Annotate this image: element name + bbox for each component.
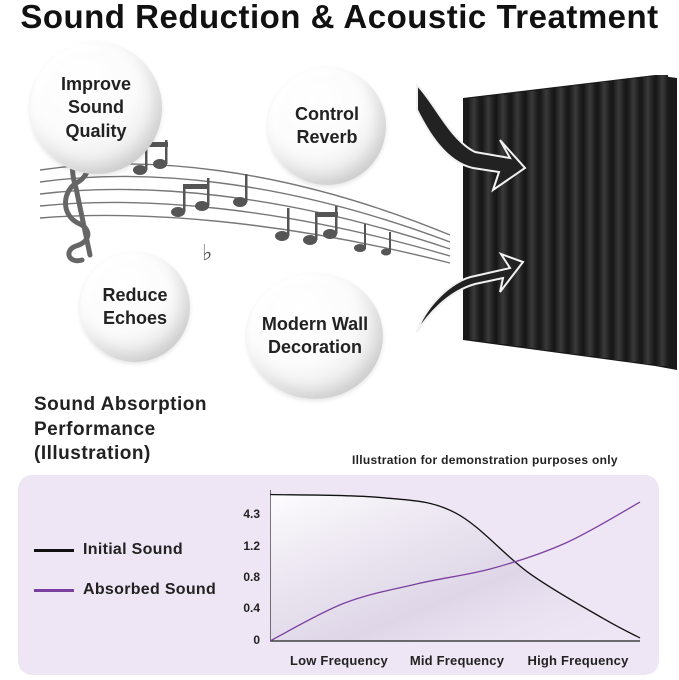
y-tick-label: 4.3: [243, 507, 260, 521]
acoustic-foam-panel-illustration: [416, 75, 677, 370]
foam-wedge: [626, 78, 639, 363]
foam-wedge: [539, 89, 552, 351]
absorption-chart: [270, 490, 641, 642]
legend-label: Absorbed Sound: [83, 581, 217, 598]
bubble-text: Reverb: [296, 127, 358, 147]
bubble-text: Echoes: [102, 308, 168, 328]
legend-swatch-initial: [34, 548, 74, 552]
disclaimer-note: Illustration for demonstration purposes …: [352, 453, 618, 467]
x-tick-label: High Frequency: [527, 653, 629, 668]
y-tick-label: 0.4: [243, 601, 260, 615]
foam-wedge: [655, 75, 668, 366]
foam-wedge: [554, 87, 567, 352]
foam-wedge: [525, 90, 538, 348]
y-tick-label: 0.8: [243, 570, 260, 584]
bubble-text: Control: [295, 103, 359, 124]
absorbed-sound-line: [270, 501, 641, 642]
initial-sound-area: [270, 494, 640, 641]
foam-wedge: [496, 94, 509, 344]
y-tick-label: 0: [253, 633, 260, 647]
foam-wedge: [641, 76, 654, 365]
bubble-text: Improve: [60, 73, 132, 94]
foam-wedge: [612, 80, 625, 361]
foam-wedge: [597, 82, 610, 359]
performance-title-line: (Illustration): [34, 443, 151, 465]
bubble-text: Modern Wall: [261, 313, 369, 334]
page-title: Sound Reduction & Acoustic Treatment: [20, 0, 659, 35]
music-notes-icon: ♭: [133, 140, 391, 266]
foam-wedge: [510, 92, 523, 346]
foam-wedge: [481, 96, 494, 342]
bubble-modern-wall-decoration: Modern Wall Decoration: [247, 273, 383, 399]
bubble-improve-sound-quality: Improve Sound Quality: [30, 42, 162, 174]
legend-initial-sound: Initial Sound: [34, 541, 183, 559]
music-staff-illustration: ♭: [39, 140, 451, 266]
legend-absorbed-sound: Absorbed Sound: [34, 581, 216, 599]
legend-swatch-absorbed: [34, 588, 74, 592]
initial-sound-line: [270, 493, 641, 639]
foam-wedge: [583, 83, 596, 356]
y-tick-label: 1.2: [243, 539, 260, 553]
bubble-reduce-echoes: Reduce Echoes: [80, 252, 190, 362]
sound-wave-arrow-icon: [416, 82, 527, 333]
legend-label: Initial Sound: [83, 541, 183, 558]
foam-wedge: [568, 85, 581, 354]
performance-title-line: Performance: [34, 418, 156, 440]
bubble-text: Quality: [65, 120, 127, 141]
bubble-text: Reduce: [102, 284, 168, 305]
bubble-text: Decoration: [267, 337, 363, 357]
foam-wedge: [467, 98, 480, 340]
performance-title: Sound Absorption Performance (Illustrati…: [34, 393, 274, 467]
x-tick-label: Mid Frequency: [409, 653, 505, 668]
x-tick-label: Low Frequency: [290, 653, 388, 668]
bubble-text: Sound: [68, 97, 124, 118]
bubble-control-reverb: Control Reverb: [268, 67, 386, 185]
performance-title-line: Sound Absorption: [34, 394, 207, 415]
svg-text:♭: ♭: [202, 241, 212, 266]
